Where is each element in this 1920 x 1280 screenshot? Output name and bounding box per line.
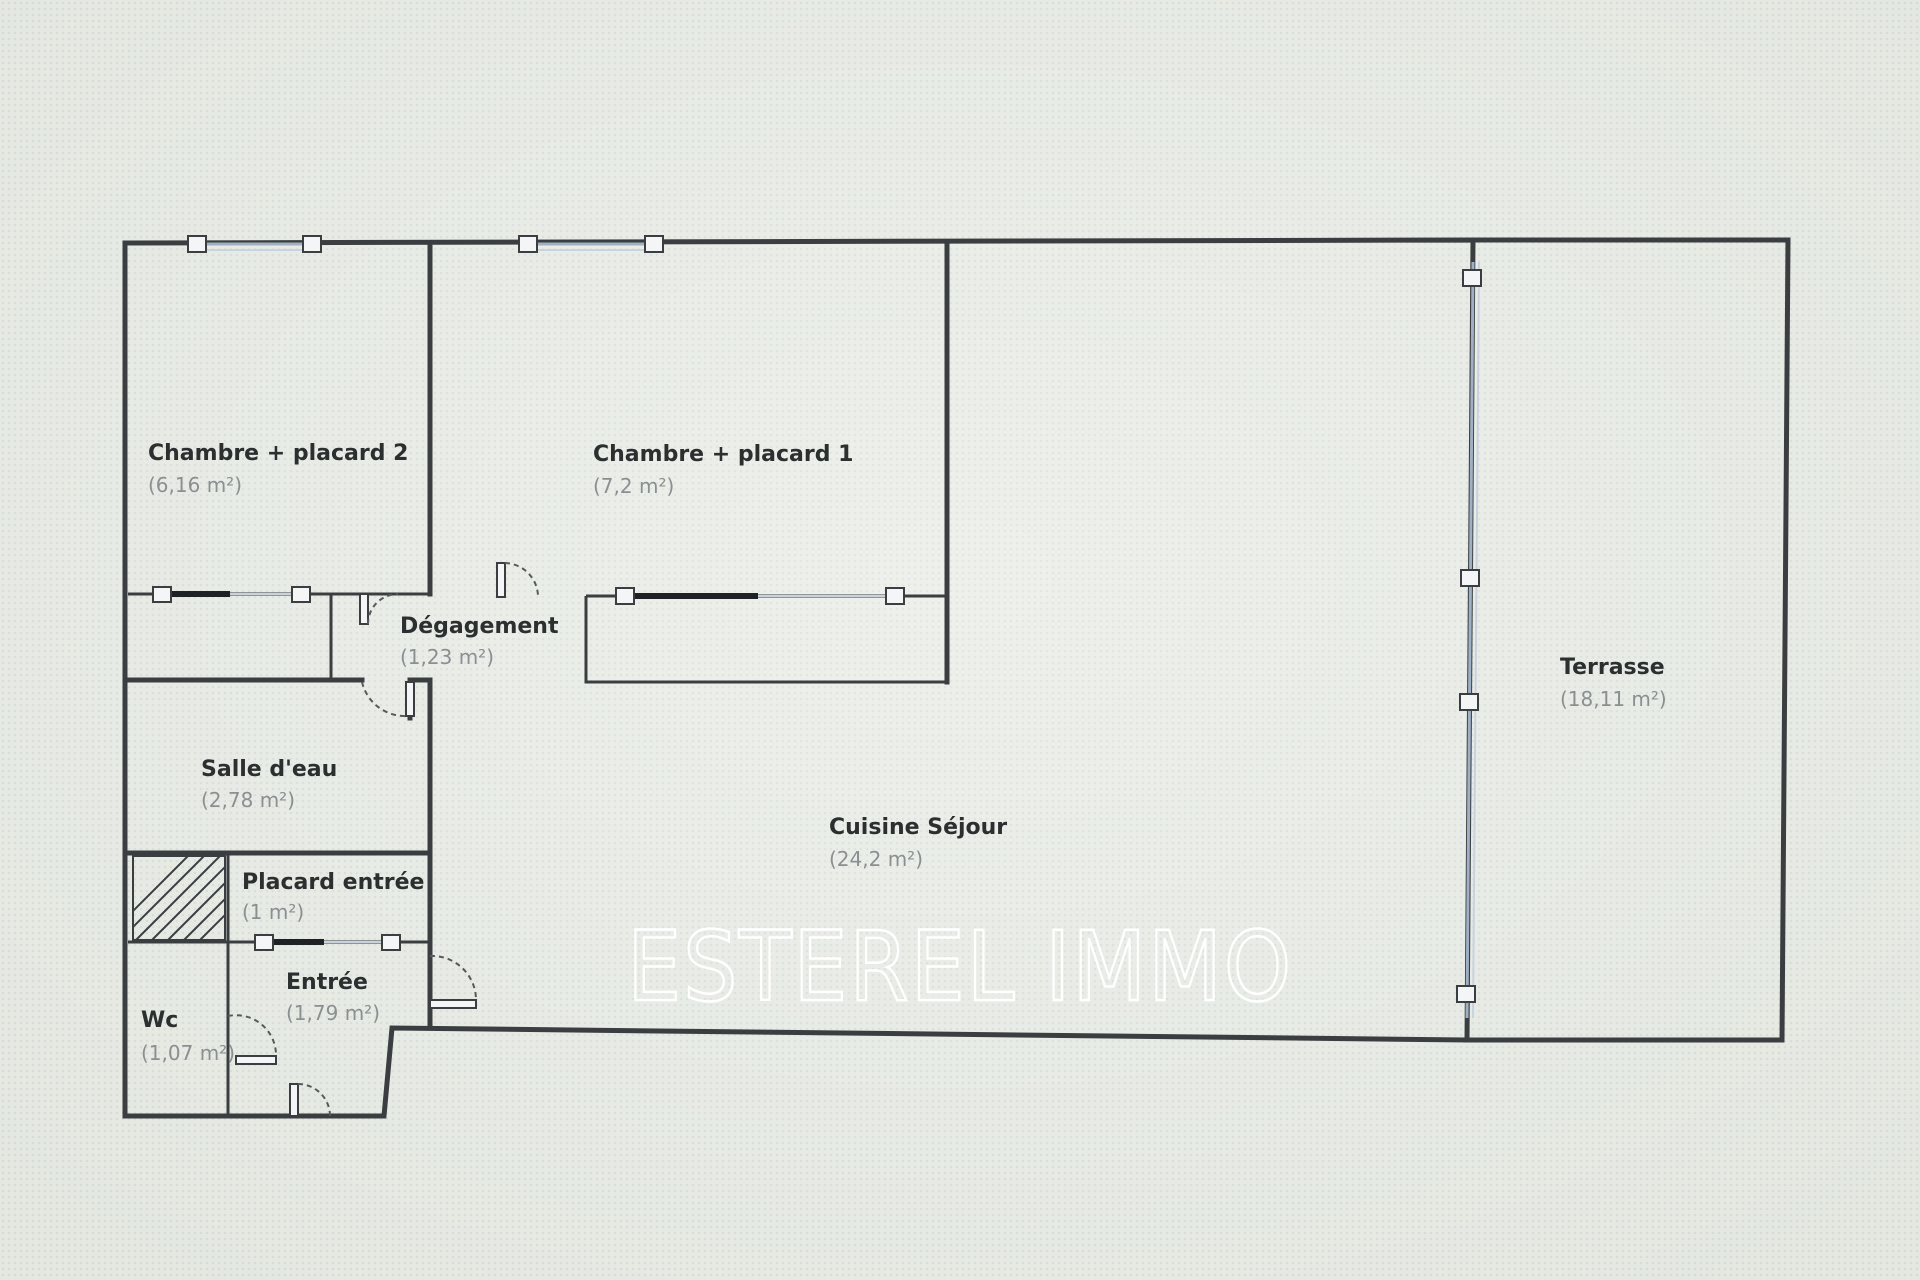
room-name: Dégagement [400,614,559,639]
watermark: ESTEREL IMMO [627,911,1293,1023]
room-area: (18,11 m²) [1560,687,1667,711]
room-name: Wc [141,1008,178,1033]
window-post [518,235,538,253]
room-name: Terrasse [1560,655,1665,680]
swing-doors [227,562,539,1117]
room-name: Chambre + placard 1 [593,442,853,467]
room-wc: Wc (1,07 m²) [141,1008,235,1065]
room-name: Entrée [286,970,368,995]
window-post [1460,569,1480,587]
window-post [1459,693,1479,711]
window-post [187,235,207,253]
room-entree: Entrée (1,79 m²) [286,970,380,1025]
room-area: (1 m²) [242,900,304,924]
room-placard-entree: Placard entrée (1 m²) [242,870,424,924]
hatched-closet-border [132,855,226,941]
room-area: (7,2 m²) [593,474,674,498]
room-degagement: Dégagement (1,23 m²) [400,614,559,669]
window-post [302,235,322,253]
room-terrasse: Terrasse (18,11 m²) [1560,655,1667,711]
room-name: Chambre + placard 2 [148,441,408,466]
room-chambre-1: Chambre + placard 1 (7,2 m²) [593,442,853,498]
room-cuisine-sejour: Cuisine Séjour (24,2 m²) [829,815,1007,871]
window-post [1456,985,1476,1003]
room-area: (1,07 m²) [141,1041,235,1065]
room-area: (6,16 m²) [148,473,242,497]
window-post [644,235,664,253]
room-salle-d-eau: Salle d'eau (2,78 m²) [201,757,337,812]
bay-window [1456,261,1482,1019]
room-name: Placard entrée [242,870,424,895]
hatched-closet [133,856,225,940]
window-post [1462,269,1482,287]
sliding-doors [152,586,905,951]
top-windows [187,235,664,253]
room-name: Cuisine Séjour [829,815,1007,840]
room-area: (1,79 m²) [286,1001,380,1025]
room-area: (2,78 m²) [201,788,295,812]
room-area: (24,2 m²) [829,847,923,871]
room-area: (1,23 m²) [400,645,494,669]
room-chambre-2: Chambre + placard 2 (6,16 m²) [148,441,408,497]
room-name: Salle d'eau [201,757,337,782]
